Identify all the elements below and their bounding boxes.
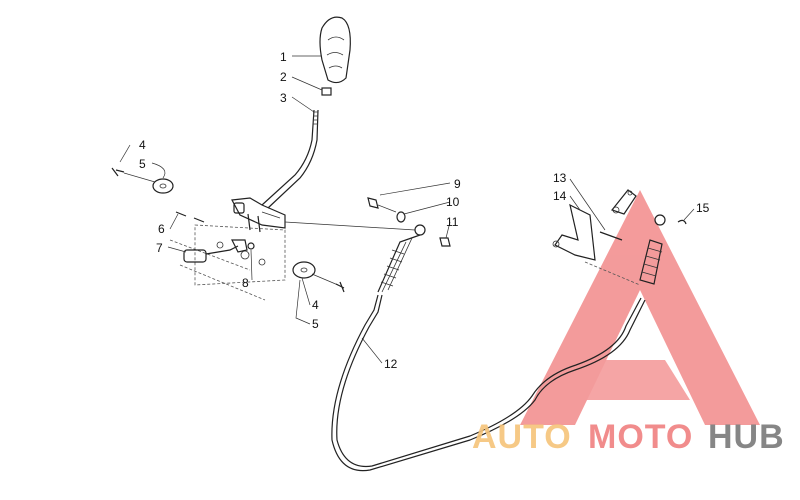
callout-2: 2 — [280, 70, 287, 84]
callout-3: 3 — [280, 91, 287, 105]
watermark-hub: HUB — [708, 418, 785, 456]
callout-5-lower: 5 — [312, 317, 319, 331]
watermark-moto: MOTO — [588, 418, 693, 456]
callout-labels: 1 2 3 4 5 6 7 8 9 10 11 12 13 14 15 4 5 — [139, 50, 710, 371]
mount-plate — [169, 224, 286, 301]
callout-9: 9 — [454, 177, 461, 191]
shift-lever — [261, 109, 319, 209]
watermark-triangle-inner — [565, 360, 690, 400]
callout-6: 6 — [158, 222, 165, 236]
shift-cable — [331, 234, 646, 472]
callout-14: 14 — [553, 189, 567, 203]
callout-4-lower: 4 — [312, 298, 319, 312]
watermark-text: AUTO MOTO HUB — [472, 418, 785, 456]
callout-5: 5 — [139, 157, 146, 171]
callout-1: 1 — [280, 50, 287, 64]
watermark-auto: AUTO — [472, 418, 572, 456]
watermark-triangle — [520, 190, 760, 425]
right-cable-end — [639, 214, 666, 285]
callout-13: 13 — [553, 171, 567, 185]
gear-knob — [319, 16, 351, 84]
lever-bracket — [231, 197, 286, 233]
callout-8: 8 — [242, 276, 249, 290]
callout-7: 7 — [156, 241, 163, 255]
callout-4: 4 — [139, 138, 146, 152]
pin — [175, 211, 205, 223]
cable-bracket — [552, 203, 641, 286]
callout-12: 12 — [384, 357, 398, 371]
lever-arm-right — [610, 189, 637, 215]
clip — [677, 219, 687, 225]
assembly-line — [284, 221, 416, 231]
callout-leaders — [119, 55, 695, 364]
knob-nut — [321, 87, 332, 96]
callout-11: 11 — [446, 215, 459, 229]
callout-15: 15 — [696, 201, 710, 215]
small-nut — [247, 242, 255, 250]
watermark-logo — [520, 190, 760, 425]
upper-washer-bolt — [111, 167, 174, 194]
callout-10: 10 — [446, 195, 460, 209]
sensor — [183, 239, 248, 263]
lower-washer-bolt — [292, 261, 345, 293]
